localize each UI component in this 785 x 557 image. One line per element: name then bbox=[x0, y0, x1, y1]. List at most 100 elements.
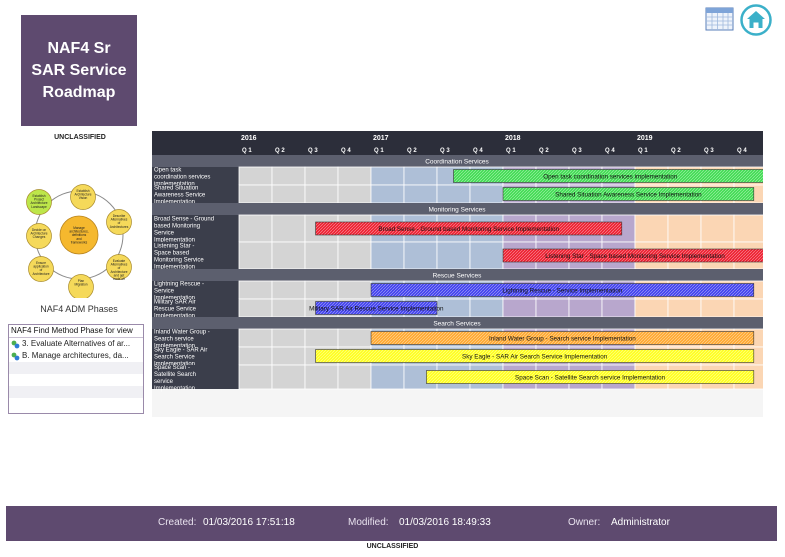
timeline-cell bbox=[535, 298, 570, 318]
timeline-cell bbox=[370, 364, 405, 390]
timeline-cell bbox=[337, 328, 372, 348]
gantt-bar-label: Shared Situation Awareness Service Imple… bbox=[555, 192, 702, 199]
timeline-cell bbox=[634, 214, 669, 243]
timeline-cell bbox=[238, 328, 273, 348]
timeline-cell bbox=[238, 241, 273, 270]
timeline-cell bbox=[337, 364, 372, 390]
gantt-bar-label: Military SAR Air Rescue Service Implemen… bbox=[309, 306, 444, 313]
timeline-cell bbox=[304, 184, 339, 204]
timeline-cell bbox=[238, 364, 273, 390]
timeline-cell bbox=[700, 214, 735, 243]
timeline-cell bbox=[304, 280, 339, 300]
quarter-label: Q 1 bbox=[374, 148, 384, 154]
row-label-cell bbox=[152, 365, 239, 389]
calendar-icon[interactable] bbox=[705, 5, 734, 31]
gantt-bar bbox=[315, 221, 623, 236]
timeline-cell bbox=[370, 241, 405, 270]
quarter-label: Q 4 bbox=[341, 148, 351, 154]
gantt-bar bbox=[502, 187, 755, 201]
year-label: 2019 bbox=[637, 135, 653, 142]
modified-value: 01/03/2016 18:49:33 bbox=[399, 517, 491, 528]
timeline-cell bbox=[502, 298, 537, 318]
gantt-bar bbox=[315, 301, 438, 315]
year-label: 2016 bbox=[241, 135, 257, 142]
timeline-cell bbox=[403, 241, 438, 270]
section-title: Search Services bbox=[433, 321, 481, 328]
page-title-text: NAF4 Sr SAR Service Roadmap bbox=[31, 39, 127, 101]
timeline-cell bbox=[304, 364, 339, 390]
gantt-bar-label: Space Scan - Satellite Search service Im… bbox=[515, 375, 666, 382]
timeline-cell bbox=[733, 298, 763, 318]
timeline-cell bbox=[271, 166, 306, 186]
footer-bar: Created: 01/03/2016 17:51:18 Modified: 0… bbox=[6, 506, 777, 541]
adm-phases-caption: NAF4 ADM Phases bbox=[40, 304, 118, 314]
adm-center-node bbox=[59, 215, 99, 255]
timeline-cell bbox=[403, 184, 438, 204]
find-method-item[interactable]: B. Manage architectures, da... bbox=[9, 350, 143, 362]
adm-phase-node bbox=[70, 184, 96, 210]
timeline-cell bbox=[238, 346, 273, 366]
quarter-label: Q 2 bbox=[275, 148, 285, 154]
timeline-cell bbox=[271, 346, 306, 366]
quarter-label: Q 3 bbox=[572, 148, 582, 154]
timeline-cell bbox=[436, 241, 471, 270]
find-method-item[interactable]: 3. Evaluate Alternatives of ar... bbox=[9, 338, 143, 350]
timeline-cell bbox=[238, 184, 273, 204]
gantt-bar bbox=[502, 248, 763, 263]
created-value: 01/03/2016 17:51:18 bbox=[203, 517, 295, 528]
gantt-bar bbox=[315, 349, 755, 363]
timeline-cell bbox=[568, 298, 603, 318]
quarter-label: Q 4 bbox=[605, 148, 615, 154]
timeline-cell bbox=[304, 328, 339, 348]
find-method-empty-row bbox=[9, 362, 143, 374]
home-icon[interactable] bbox=[740, 4, 772, 36]
method-phase-icon bbox=[11, 352, 20, 360]
quarter-label: Q 4 bbox=[737, 148, 747, 154]
row-label-cell bbox=[152, 347, 239, 365]
find-method-item-label: 3. Evaluate Alternatives of ar... bbox=[22, 339, 131, 348]
adm-phase-node bbox=[68, 274, 94, 298]
timeline-cell bbox=[238, 280, 273, 300]
row-label-cell bbox=[152, 329, 239, 347]
owner-label: Owner: bbox=[568, 517, 601, 528]
timeline-cell bbox=[403, 166, 438, 186]
timeline-cell bbox=[238, 166, 273, 186]
gantt-bar-label: Open task coordination services implemen… bbox=[543, 174, 678, 181]
row-label-cell bbox=[152, 242, 239, 269]
adm-phase-node bbox=[106, 209, 132, 235]
find-method-item-label: B. Manage architectures, da... bbox=[22, 351, 129, 360]
timeline-cell bbox=[667, 214, 702, 243]
timeline-cell bbox=[370, 166, 405, 186]
section-title: Monitoring Services bbox=[428, 207, 486, 214]
timeline-cell bbox=[271, 298, 306, 318]
page-title: NAF4 Sr SAR Service Roadmap bbox=[21, 15, 137, 126]
quarter-label: Q 3 bbox=[308, 148, 318, 154]
section-title: Rescue Services bbox=[433, 273, 483, 280]
gantt-bar bbox=[370, 331, 755, 345]
timeline-cell bbox=[304, 241, 339, 270]
quarter-label: Q 2 bbox=[671, 148, 681, 154]
quarter-label: Q 3 bbox=[704, 148, 714, 154]
timeline-cell bbox=[304, 166, 339, 186]
timeline-header bbox=[152, 131, 763, 155]
timeline-cell bbox=[700, 298, 735, 318]
timeline-cell bbox=[271, 241, 306, 270]
section-title: Coordination Services bbox=[425, 159, 489, 166]
timeline-cell bbox=[436, 184, 471, 204]
section-header bbox=[152, 317, 763, 329]
row-label-cell bbox=[152, 281, 239, 299]
timeline-cell bbox=[271, 328, 306, 348]
timeline-cell bbox=[337, 166, 372, 186]
timeline-cell bbox=[337, 280, 372, 300]
adm-phase-node bbox=[106, 254, 132, 280]
